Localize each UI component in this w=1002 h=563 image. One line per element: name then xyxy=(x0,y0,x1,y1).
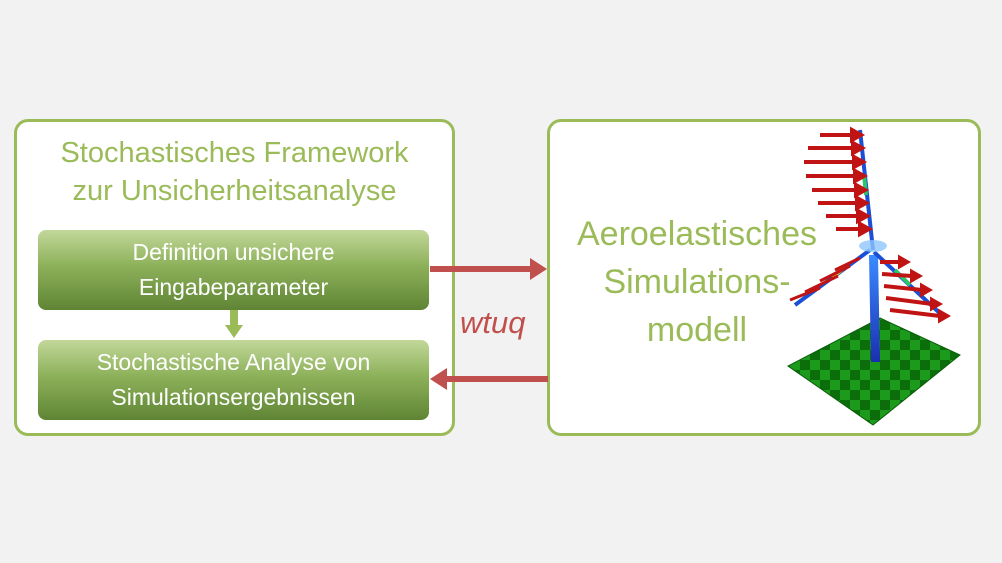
connector-label: wtuq xyxy=(460,305,526,340)
arrow-right-icon xyxy=(430,258,547,280)
wind-turbine-icon xyxy=(787,126,961,426)
framework-title: Stochastisches Framework zur Unsicherhei… xyxy=(60,137,409,207)
step-define-uncertain-inputs: Definition unsichere Eingabeparameter xyxy=(38,230,429,310)
arrow-left-icon xyxy=(430,368,548,390)
arrow-down-icon xyxy=(225,310,243,338)
model-title: Aeroelastisches Simulations- modell xyxy=(576,215,817,349)
step-stochastic-analysis: Stochastische Analyse von Simulationserg… xyxy=(38,340,429,420)
